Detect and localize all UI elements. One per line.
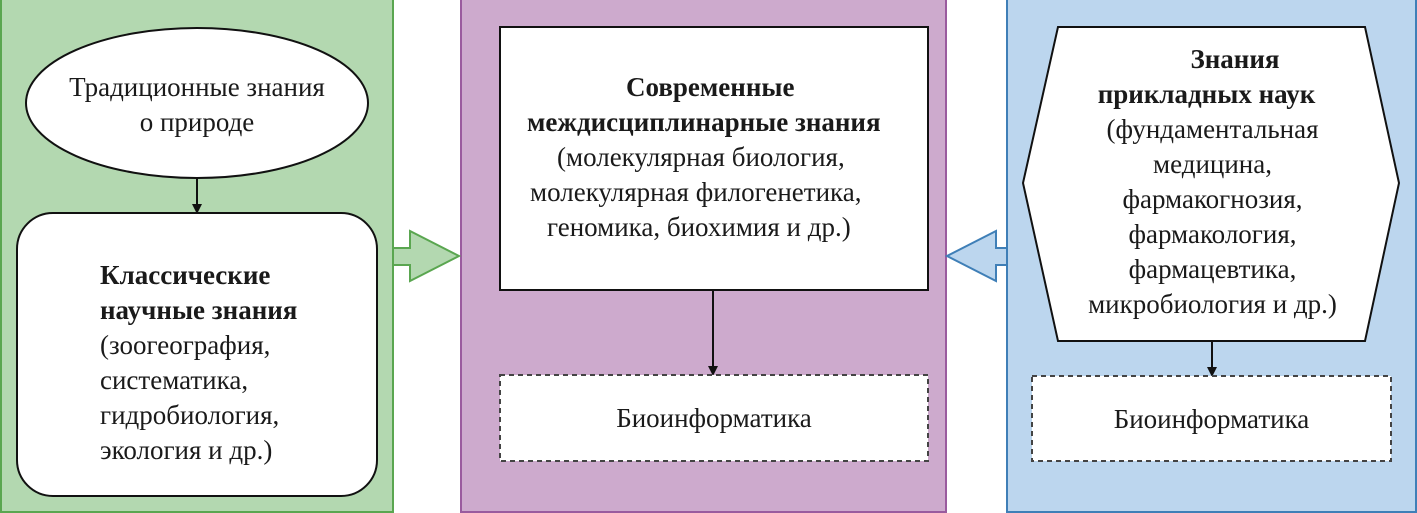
applied-line: фармакология, (1128, 219, 1297, 249)
applied-line: фармацевтика, (1128, 254, 1297, 284)
modern-line: молекулярная филогенетика, (530, 177, 862, 207)
bioinformatics-box-right (1031, 375, 1392, 462)
ellipse-line: Традиционные знания (69, 72, 325, 102)
classic-line: (зоогеография, (100, 330, 271, 360)
classic-line: экология и др.) (100, 435, 273, 465)
classic-box-text: Классические научные знания (зоогеографи… (100, 258, 297, 468)
modern-title: Современные (626, 72, 795, 102)
applied-title: прикладных наук (1097, 79, 1316, 109)
applied-line: (фундаментальная (1106, 114, 1319, 144)
classic-title: научные знания (100, 295, 298, 325)
applied-line: фармакогнозия, (1122, 184, 1303, 214)
bioinformatics-label-right: Биоинформатика (1113, 404, 1310, 434)
applied-title: Знания (1190, 44, 1280, 74)
applied-line: медицина, (1153, 149, 1272, 179)
modern-knowledge-box (499, 26, 929, 291)
classic-title: Классические (100, 260, 271, 290)
bioinformatics-label-middle: Биоинформатика (616, 403, 812, 433)
classic-line: гидробиология, (100, 400, 280, 430)
applied-knowledge-hexagon (1021, 26, 1401, 342)
modern-line: геномика, биохимия и др.) (547, 212, 851, 242)
bioinformatics-box-middle (499, 374, 929, 462)
ellipse-line: о природе (139, 107, 255, 137)
modern-title: междисциплинарные знания (527, 107, 881, 137)
applied-hex-text: Знания прикладных наук (фундаментальная … (1040, 42, 1385, 322)
applied-line: микробиология и др.) (1088, 289, 1337, 319)
classic-knowledge-box (16, 212, 378, 497)
blue-arrow (944, 229, 1008, 283)
green-arrow (392, 229, 462, 283)
modern-line: (молекулярная биология, (557, 142, 845, 172)
ellipse-text: Традиционные знания о природе (25, 70, 369, 140)
classic-line: систематика, (100, 365, 249, 395)
modern-box-text: Современные междисциплинарные знания (мо… (527, 70, 927, 245)
